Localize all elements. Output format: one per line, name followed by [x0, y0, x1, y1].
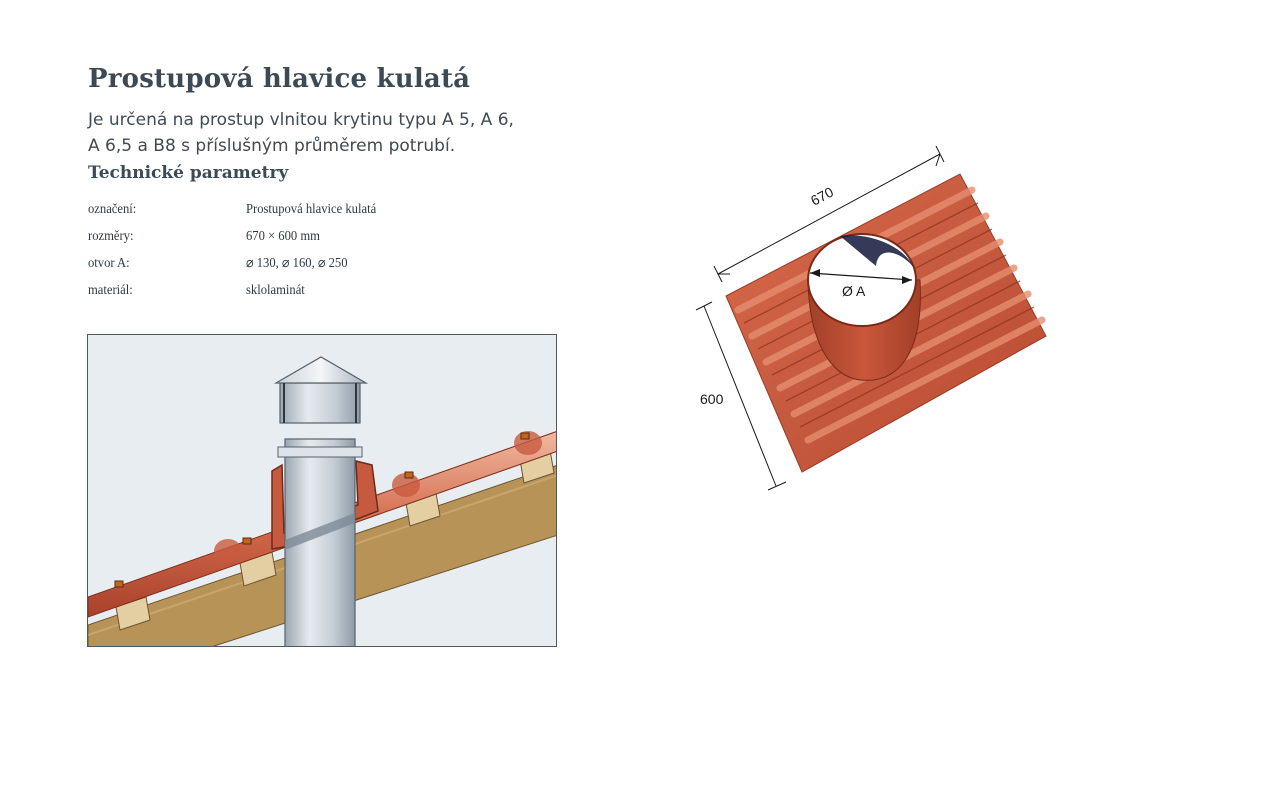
param-label: označení: [88, 201, 137, 217]
flashing-hood [271, 460, 379, 550]
param-row-opening: otvor A: ⌀ 130, ⌀ 160, ⌀ 250 [88, 250, 391, 277]
param-label: otvor A: [88, 255, 130, 271]
pipe-cap-collar [279, 382, 361, 424]
product-drawing: Ø A 670 600 [690, 140, 1070, 515]
param-label: rozměry: [88, 228, 134, 244]
product-svg: Ø A 670 600 [695, 145, 1047, 491]
param-row-designation: označení: Prostupová hlavice kulatá [88, 196, 391, 223]
installation-illustration [87, 334, 557, 647]
round-opening [807, 233, 917, 327]
tech-params-table: označení: Prostupová hlavice kulatá rozm… [88, 196, 391, 304]
fixing-screws [114, 432, 530, 588]
pipe-cap-cone [273, 356, 369, 384]
width-label: 670 [808, 183, 836, 208]
param-value: sklolaminát [246, 282, 305, 298]
description-line: Je určená na prostup vlnitou krytinu typ… [88, 110, 514, 130]
page-title: Prostupová hlavice kulatá [88, 64, 471, 94]
tech-params-heading: Technické parametry [88, 163, 289, 183]
param-value: Prostupová hlavice kulatá [246, 201, 377, 217]
height-dimension [695, 301, 787, 491]
width-dimension [713, 145, 945, 283]
param-row-material: materiál: sklolaminát [88, 277, 391, 304]
description-line: A 6,5 a B8 s příslušným průměrem potrubí… [88, 136, 456, 156]
height-label: 600 [700, 391, 724, 407]
param-value: ⌀ 130, ⌀ 160, ⌀ 250 [246, 256, 348, 271]
installation-svg [88, 356, 556, 646]
param-label: materiál: [88, 282, 133, 298]
param-value: 670 × 600 mm [246, 228, 320, 244]
hole-diameter-label: Ø A [842, 283, 866, 299]
description: Je určená na prostup vlnitou krytinu typ… [88, 107, 518, 159]
param-row-dimensions: rozměry: 670 × 600 mm [88, 223, 391, 250]
